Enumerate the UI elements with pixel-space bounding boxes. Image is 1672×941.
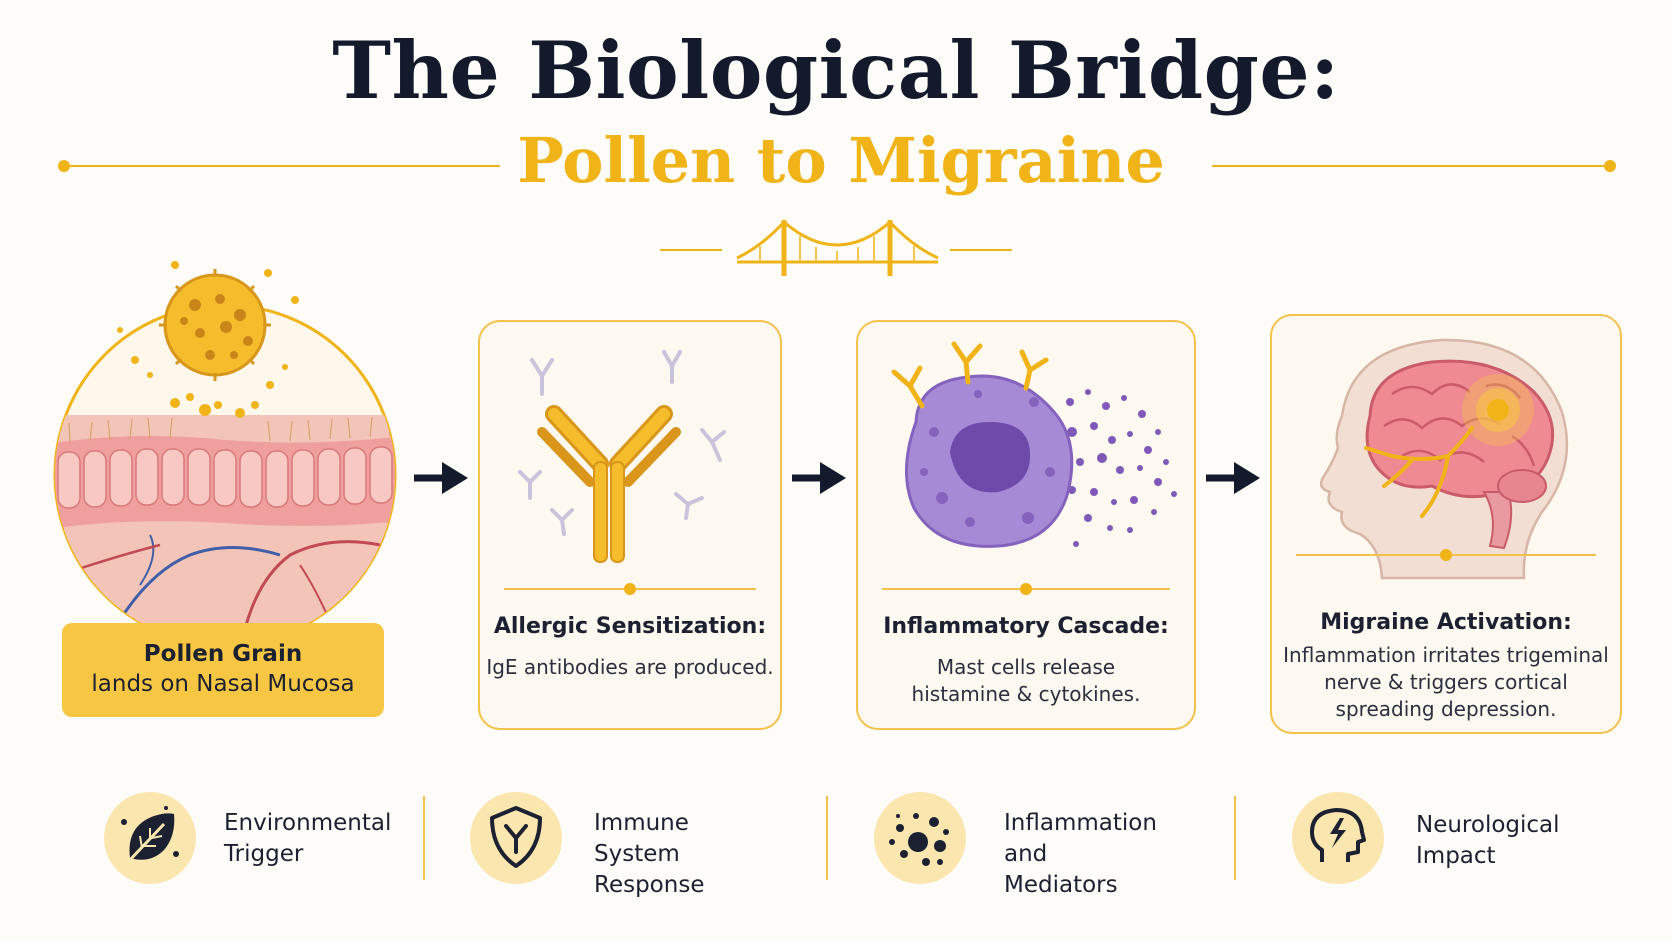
pollen-grain-label-bold: Pollen Grain bbox=[143, 641, 303, 667]
ige-antibody-icon bbox=[537, 405, 681, 563]
legend-separator bbox=[1234, 796, 1236, 880]
card-divider-dot bbox=[1020, 583, 1032, 595]
leaf-icon bbox=[121, 806, 179, 864]
shield-antibody-icon bbox=[490, 806, 542, 868]
pollen-grain-icon bbox=[159, 269, 271, 381]
arrow-right-icon bbox=[414, 462, 468, 494]
legend-label: Immune System Response bbox=[594, 810, 705, 898]
nasal-mucosa-pollen-illustration bbox=[53, 261, 397, 635]
mast-cell-illustration bbox=[891, 341, 1177, 548]
subtitle-rule-right bbox=[1212, 160, 1616, 172]
arrow-right-icon bbox=[1206, 462, 1260, 494]
card-title: Inflammatory Cascade: bbox=[883, 614, 1169, 639]
legend-separator bbox=[423, 796, 425, 880]
legend-separator bbox=[826, 796, 828, 880]
card-allergic-sensitization: Allergic Sensitization: IgE antibodies a… bbox=[478, 320, 782, 730]
arrow-right-icon bbox=[792, 462, 846, 494]
legend-label: Neurological Impact bbox=[1416, 812, 1560, 869]
card-divider-dot bbox=[1440, 549, 1452, 561]
card-migraine-activation: Migraine Activation: Inflammation irrita… bbox=[1270, 314, 1622, 734]
legend-label: Inflammation and Mediators bbox=[1004, 810, 1157, 898]
bridge-icon bbox=[660, 219, 1012, 276]
card-inflammatory-cascade: Inflammatory Cascade: Mast cells release… bbox=[856, 320, 1196, 730]
title-decoration bbox=[58, 160, 1616, 276]
card-divider-dot bbox=[624, 583, 636, 595]
card-description: Mast cells release histamine & cytokines… bbox=[911, 655, 1141, 706]
mast-cell-icon bbox=[905, 374, 1074, 548]
head-lightning-icon bbox=[1310, 808, 1366, 862]
brain-head-illustration bbox=[1319, 338, 1569, 580]
pollen-grain-label-text: lands on Nasal Mucosa bbox=[91, 671, 355, 697]
card-title: Migraine Activation: bbox=[1320, 610, 1572, 635]
legend-label: Environmental Trigger bbox=[224, 810, 392, 867]
card-description: Inflammation irritates trigeminal nerve … bbox=[1283, 643, 1609, 721]
page-title: The Biological Bridge: bbox=[332, 24, 1340, 117]
ige-antibody-illustration bbox=[518, 350, 726, 563]
card-description: IgE antibodies are produced. bbox=[486, 655, 774, 679]
pollen-grain-label: Pollen Grain lands on Nasal Mucosa bbox=[62, 623, 384, 717]
card-title: Allergic Sensitization: bbox=[493, 614, 767, 639]
subtitle-rule-left bbox=[58, 160, 500, 172]
page-subtitle: Pollen to Migraine bbox=[517, 124, 1165, 197]
particles-icon bbox=[889, 813, 949, 866]
